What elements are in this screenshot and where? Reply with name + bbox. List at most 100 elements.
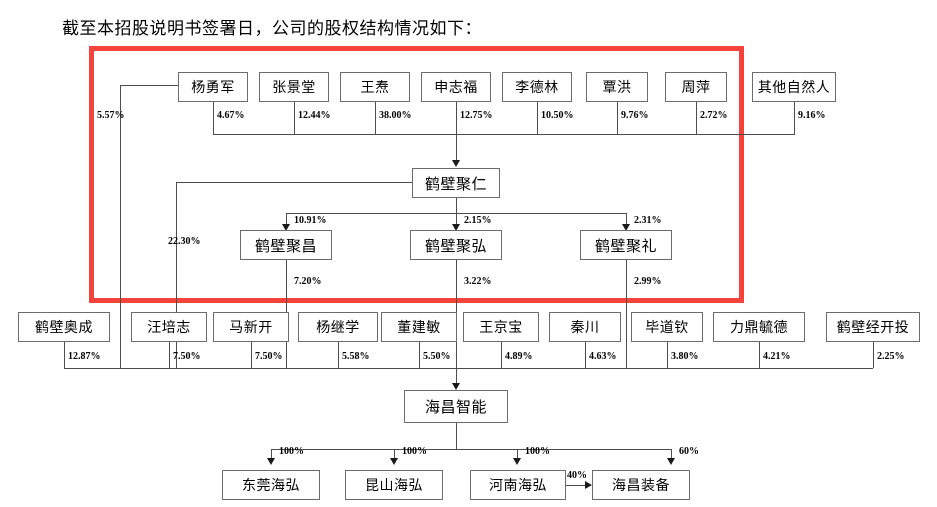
pct-zhouping: 2.72% <box>700 110 728 121</box>
edge-bus2-juli-v <box>626 213 627 226</box>
arrow-juhong-icon <box>452 224 460 231</box>
node-yangjixue[interactable]: 杨继学 <box>298 312 378 342</box>
pct-wangtao: 38.00% <box>379 110 412 121</box>
pct-yangyongjun: 4.67% <box>217 110 245 121</box>
edge-qinchuan-issuer <box>585 342 586 368</box>
pct-zhuangbei: 60% <box>679 446 699 457</box>
node-qinhong[interactable]: 覃洪 <box>586 72 648 102</box>
arrow-juchang-icon <box>282 224 290 231</box>
arrow-bus-to-issuer-icon <box>452 383 460 390</box>
edge-yangjixue-issuer <box>338 342 339 368</box>
pct-maxinkai: 7.50% <box>255 351 283 362</box>
edge-bus4-dongguan-v <box>271 449 272 460</box>
pct-jingkaitou: 2.25% <box>877 351 905 362</box>
node-wangpeizhi[interactable]: 汪培志 <box>131 312 207 342</box>
edge-yangyongjun-direct-v <box>120 85 121 368</box>
pct-lidelin: 10.50% <box>541 110 574 121</box>
node-qinchuan[interactable]: 秦川 <box>549 312 621 342</box>
pct-wangjingbao: 4.89% <box>505 351 533 362</box>
node-hebi-juren[interactable]: 鹤壁聚仁 <box>412 168 500 198</box>
node-maxinkai[interactable]: 马新开 <box>213 312 289 342</box>
pct-other-persons: 9.16% <box>798 110 826 121</box>
pct-shenzhifu: 12.75% <box>460 110 493 121</box>
edge-bus-to-issuer <box>456 368 457 385</box>
edge-yangyongjun-bus <box>213 102 214 134</box>
arrow-dongguan-icon <box>267 458 275 465</box>
pct-juli-issuer: 2.99% <box>634 276 662 287</box>
node-zhouping[interactable]: 周萍 <box>665 72 727 102</box>
edge-bus4-zhuangbei-v <box>671 449 672 460</box>
edge-juren-direct-v <box>176 182 177 368</box>
pct-juchang-issuer: 7.20% <box>294 276 322 287</box>
pct-yangjixue: 5.58% <box>342 351 370 362</box>
node-wangtao[interactable]: 王焘 <box>340 72 410 102</box>
arrow-juli-icon <box>622 224 630 231</box>
node-dongjianmin[interactable]: 董建敏 <box>381 312 457 342</box>
node-yangyongjun[interactable]: 杨勇军 <box>178 72 248 102</box>
bus-row1 <box>213 134 795 135</box>
node-bidaoqin[interactable]: 毕道钦 <box>631 312 703 342</box>
pct-juren-juhong: 2.15% <box>464 215 492 226</box>
edge-wangpeizhi-issuer <box>169 342 170 368</box>
edge-zhangjingtang-bus <box>294 102 295 134</box>
edge-bidaoqin-issuer <box>667 342 668 368</box>
node-hebi-aocheng[interactable]: 鹤壁奥成 <box>18 312 110 342</box>
edge-qinhong-bus <box>617 102 618 134</box>
node-hebi-juhong[interactable]: 鹤壁聚弘 <box>410 230 502 260</box>
edge-juren-direct-h <box>176 182 412 183</box>
node-dongguan-haihong[interactable]: 东莞海弘 <box>222 470 320 500</box>
pct-juren-direct: 22.30% <box>168 236 201 247</box>
edge-maxinkai-issuer <box>251 342 252 368</box>
pct-henan: 100% <box>525 446 550 457</box>
edge-lidingyude-issuer <box>759 342 760 368</box>
edge-wangtao-bus <box>375 102 376 134</box>
pct-zhangjingtang: 12.44% <box>298 110 331 121</box>
pct-juren-juchang: 10.91% <box>294 215 327 226</box>
pct-kunshan: 100% <box>402 446 427 457</box>
arrow-bus-to-juren-icon <box>452 160 460 167</box>
node-henan-haihong[interactable]: 河南海弘 <box>470 470 566 500</box>
edge-other-persons-bus <box>794 102 795 134</box>
edge-bus4-henan-v <box>517 449 518 460</box>
edge-bus2-juchang-v <box>286 213 287 226</box>
edge-bus-to-juren <box>456 134 457 162</box>
arrow-kunshan-icon <box>390 458 398 465</box>
pct-juren-juli: 2.31% <box>634 215 662 226</box>
pct-wangpeizhi: 7.50% <box>173 351 201 362</box>
node-wangjingbao[interactable]: 王京宝 <box>463 312 539 342</box>
node-liding-yude[interactable]: 力鼎毓德 <box>713 312 805 342</box>
pct-lidingyude: 4.21% <box>763 351 791 362</box>
edge-zhouping-bus <box>696 102 697 134</box>
edge-aocheng-issuer <box>64 342 65 368</box>
page-title: 截至本招股说明书签署日，公司的股权结构情况如下： <box>62 19 482 38</box>
node-shenzhifu[interactable]: 申志福 <box>421 72 491 102</box>
pct-juhong-issuer: 3.22% <box>464 276 492 287</box>
node-kunshan-haihong[interactable]: 昆山海弘 <box>345 470 443 500</box>
pct-qinhong: 9.76% <box>621 110 649 121</box>
edge-henan-zhuangbei <box>566 485 586 486</box>
pct-bidaoqin: 3.80% <box>671 351 699 362</box>
node-hebi-juchang[interactable]: 鹤壁聚昌 <box>240 230 332 260</box>
node-hebi-jingkaitou[interactable]: 鹤壁经开投 <box>826 312 920 342</box>
edge-bus4-kunshan-v <box>394 449 395 460</box>
pct-henan-zhuangbei: 40% <box>567 470 587 481</box>
node-haichang-zhuangbei[interactable]: 海昌装备 <box>592 470 690 500</box>
edge-bus2-juhong-v <box>456 213 457 226</box>
bus-issuer <box>64 368 873 369</box>
pct-dongjianmin: 5.50% <box>423 351 451 362</box>
arrow-henan-zhuangbei-icon <box>585 481 592 489</box>
node-haichang-zhineng[interactable]: 海昌智能 <box>404 390 508 423</box>
node-zhangjingtang[interactable]: 张景堂 <box>259 72 329 102</box>
edge-shenzhifu-bus <box>456 102 457 134</box>
node-hebi-juli[interactable]: 鹤壁聚礼 <box>580 230 672 260</box>
bus-subsidiaries <box>271 449 671 450</box>
pct-dongguan: 100% <box>279 446 304 457</box>
arrow-henan-icon <box>513 458 521 465</box>
edge-yangyongjun-direct-h <box>120 85 178 86</box>
edge-juren-to-bus2 <box>456 198 457 213</box>
edge-lidelin-bus <box>537 102 538 134</box>
edge-wangjingbao-issuer <box>501 342 502 368</box>
node-lidelin[interactable]: 李德林 <box>502 72 572 102</box>
node-other-persons[interactable]: 其他自然人 <box>752 72 836 102</box>
